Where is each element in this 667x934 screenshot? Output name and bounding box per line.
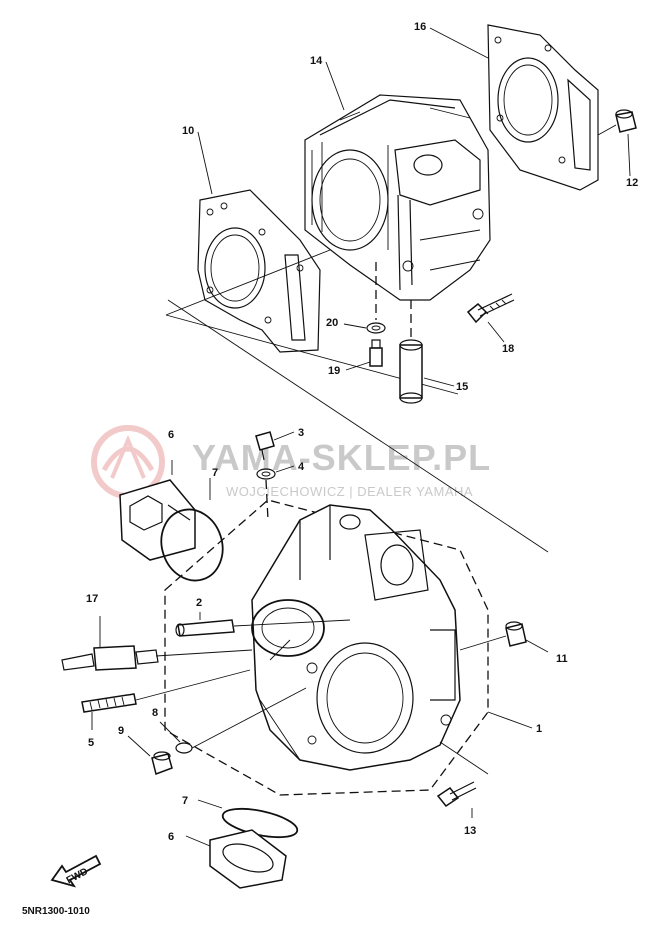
fwd-direction-icon: FWD — [50, 854, 102, 888]
part-12-dowel — [597, 109, 637, 136]
part-5-stud — [81, 669, 251, 730]
callout-6a: 6 — [168, 429, 174, 441]
part-16-gasket — [487, 24, 599, 191]
callout-9: 9 — [118, 725, 124, 737]
part-15-sleeve — [399, 300, 423, 404]
callout-6b: 6 — [168, 831, 174, 843]
callout-2: 2 — [196, 597, 202, 609]
callout-17: 17 — [86, 593, 98, 605]
callouts: 16 14 10 12 20 18 19 15 6 3 4 7 17 2 11 … — [86, 21, 638, 843]
diagram-code: 5NR1300-1010 — [22, 906, 90, 917]
callout-19: 19 — [328, 365, 340, 377]
callout-15: 15 — [456, 381, 468, 393]
callout-16: 16 — [414, 21, 426, 33]
callout-18: 18 — [502, 343, 514, 355]
callout-1: 1 — [536, 723, 542, 735]
part-10-gasket — [197, 189, 321, 353]
watermark-title: YAMA-SKLEP.PL — [192, 437, 491, 478]
callout-14: 14 — [310, 55, 323, 67]
callout-10: 10 — [182, 125, 194, 137]
part-14-cylinder — [304, 94, 491, 301]
watermark: YAMA-SKLEP.PL WOJCIECHOWICZ | DEALER YAM… — [91, 425, 491, 499]
callout-12: 12 — [626, 177, 638, 189]
part-4-washer — [256, 468, 276, 480]
part-17-spark-plug — [61, 616, 253, 671]
part-2-dowel — [175, 612, 235, 637]
watermark-subtitle: WOJCIECHOWICZ | DEALER YAMAHA — [226, 484, 473, 499]
part-6-cap-upper — [119, 460, 196, 561]
valve-seat-ring — [233, 599, 351, 657]
callout-3: 3 — [298, 427, 304, 439]
part-18-bolt — [466, 293, 515, 324]
gasket-plane-line-lower — [167, 299, 549, 553]
callout-7b: 7 — [182, 795, 188, 807]
part-3-bolt — [255, 431, 275, 461]
callout-20: 20 — [326, 317, 338, 329]
part-8-washer — [159, 687, 307, 754]
callout-7a: 7 — [212, 467, 218, 479]
callout-5: 5 — [88, 737, 94, 749]
callout-11: 11 — [556, 653, 568, 665]
part-11-dowel — [459, 621, 549, 653]
part-9-nut — [127, 735, 173, 775]
part-20-washer — [366, 322, 386, 334]
callout-13: 13 — [464, 825, 476, 837]
fwd-label: FWD — [65, 866, 90, 886]
part-1-cylinder-head — [251, 504, 461, 771]
part-7-oring-upper — [160, 478, 224, 582]
leader-3-4 — [265, 479, 269, 521]
part-13-bolt — [436, 741, 489, 818]
callout-8: 8 — [152, 707, 158, 719]
part-6-cap-lower — [185, 829, 287, 889]
part-19-nipple — [369, 339, 383, 367]
callout-4: 4 — [298, 461, 305, 473]
